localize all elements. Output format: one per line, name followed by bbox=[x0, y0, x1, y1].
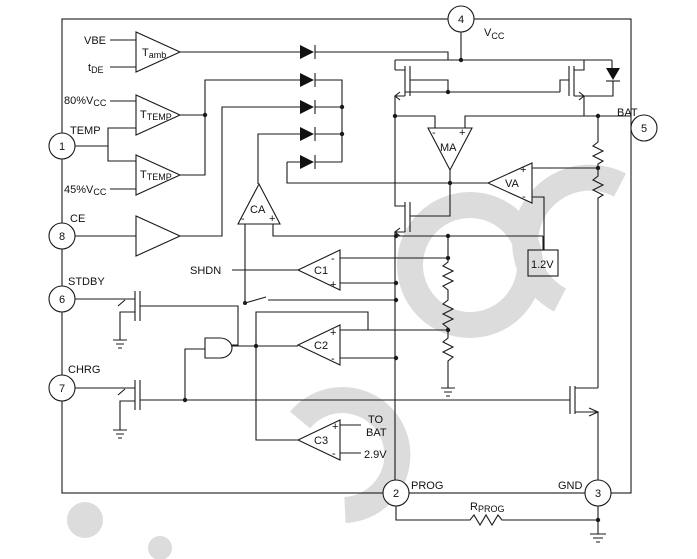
pin-label-vcc: VCC bbox=[484, 27, 505, 41]
pin-7: 7 bbox=[48, 374, 76, 402]
c2-comparator bbox=[296, 324, 341, 366]
va-label: VA bbox=[505, 178, 520, 190]
c3-plus: + bbox=[332, 421, 338, 433]
va-plus: + bbox=[520, 164, 526, 176]
ca-plus: + bbox=[269, 213, 275, 225]
pin-3: 3 bbox=[584, 479, 612, 507]
ca-amplifier bbox=[237, 182, 281, 225]
pin-6: 6 bbox=[48, 285, 76, 313]
svg-text:2: 2 bbox=[393, 488, 399, 500]
pmos-left bbox=[394, 60, 449, 116]
nmos-charge-path bbox=[569, 386, 600, 480]
tamb-comparator bbox=[135, 31, 182, 73]
pmos-right bbox=[559, 60, 585, 116]
rprog-label: RPROG bbox=[470, 501, 504, 514]
svg-text:4: 4 bbox=[458, 14, 464, 26]
c3-minus: - bbox=[332, 448, 336, 460]
c2-minus: - bbox=[331, 353, 335, 365]
svg-text:6: 6 bbox=[59, 294, 65, 306]
c2-label: C2 bbox=[314, 340, 328, 352]
c3-comparator bbox=[296, 419, 341, 461]
svg-text:8: 8 bbox=[59, 231, 65, 243]
ma-plus: + bbox=[459, 127, 465, 139]
pin-label-stdby: STDBY bbox=[68, 276, 105, 288]
c2-plus: + bbox=[330, 327, 336, 339]
nmos-chrg bbox=[75, 380, 570, 439]
c3-label: C3 bbox=[314, 435, 328, 447]
svg-text:1: 1 bbox=[59, 141, 65, 153]
ttemp-upper-label: TTEMP bbox=[140, 109, 172, 122]
pin-label-chrg: CHRG bbox=[68, 364, 100, 376]
va-minus: - bbox=[522, 191, 526, 203]
and-gate bbox=[204, 337, 233, 359]
diode-1 bbox=[300, 45, 316, 59]
diode-3 bbox=[300, 100, 316, 114]
chip-outline bbox=[61, 18, 632, 494]
pin-label-bat: BAT bbox=[617, 107, 638, 119]
tamb-label: Tamb bbox=[142, 47, 166, 60]
c3-2v9-label: 2.9V bbox=[364, 449, 387, 461]
ca-label: CA bbox=[250, 204, 266, 216]
watermark bbox=[67, 164, 626, 559]
ttemp-lower-label: TTEMP bbox=[140, 169, 172, 182]
ttemp-comparator-lower bbox=[135, 154, 182, 196]
c1-minus: - bbox=[331, 253, 335, 265]
diode-2 bbox=[300, 73, 316, 87]
ce-buffer bbox=[135, 215, 182, 257]
ma-label: MA bbox=[440, 142, 457, 154]
c1-plus: + bbox=[330, 279, 336, 291]
pin-5: 5 bbox=[630, 114, 658, 142]
ma-minus: - bbox=[432, 127, 436, 139]
diode-5 bbox=[300, 155, 316, 169]
shdn-label: SHDN bbox=[190, 265, 221, 277]
c3-to-label: TO bbox=[368, 414, 384, 426]
c3-bat-label: BAT bbox=[366, 427, 387, 439]
pin-2: 2 bbox=[382, 479, 410, 507]
body-diode bbox=[584, 60, 620, 97]
va-amplifier bbox=[486, 162, 533, 204]
pin-label-ce: CE bbox=[70, 213, 85, 225]
pin-label-gnd: GND bbox=[558, 480, 583, 492]
c1-comparator bbox=[296, 249, 341, 291]
input-45-vcc: 45%VCC bbox=[64, 184, 107, 197]
pin-8: 8 bbox=[48, 222, 76, 250]
input-vbe: VBE bbox=[84, 35, 106, 47]
ma-amplifier bbox=[427, 127, 473, 172]
pmos-sense bbox=[394, 116, 451, 480]
ttemp-comparator-upper bbox=[135, 94, 182, 136]
reference-label: 1.2V bbox=[531, 259, 554, 271]
c1-label: C1 bbox=[314, 265, 328, 277]
svg-text:3: 3 bbox=[595, 488, 601, 500]
input-80-vcc: 80%VCC bbox=[64, 95, 107, 108]
svg-text:5: 5 bbox=[641, 123, 647, 135]
pin-label-temp: TEMP bbox=[70, 125, 101, 137]
ca-minus: - bbox=[241, 213, 245, 225]
pin-4: 4 bbox=[447, 5, 475, 33]
svg-text:7: 7 bbox=[59, 383, 65, 395]
input-tde: tDE bbox=[88, 62, 104, 75]
pin-label-prog: PROG bbox=[411, 480, 443, 492]
diode-4 bbox=[300, 127, 316, 141]
